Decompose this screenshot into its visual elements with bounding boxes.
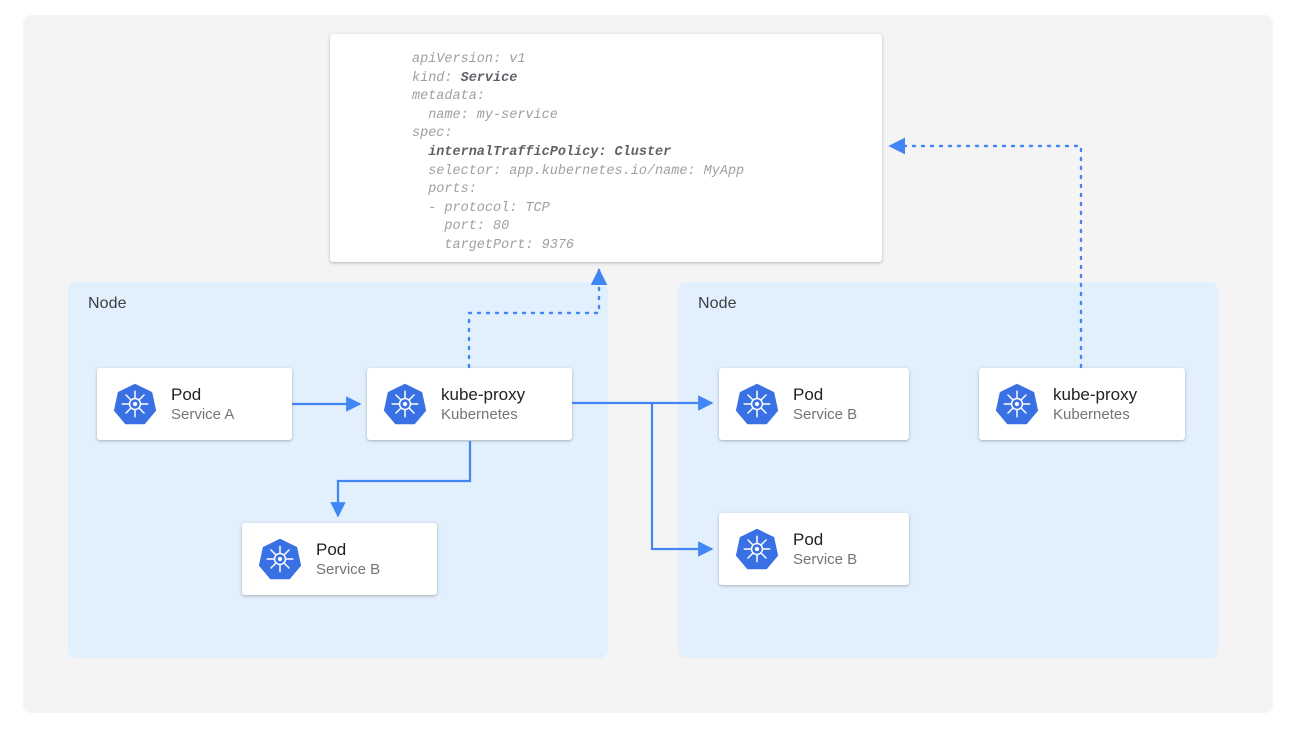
yaml-line: port: 80: [412, 219, 510, 235]
card-subtitle: Kubernetes: [441, 405, 518, 423]
card-subtitle: Kubernetes: [1053, 405, 1130, 423]
card-subtitle: Service B: [793, 550, 858, 568]
kubernetes-icon: [995, 382, 1039, 426]
card-subtitle: Service B: [793, 405, 858, 423]
yaml-line: spec:: [412, 126, 453, 142]
kubernetes-icon: [735, 382, 779, 426]
yaml-line: targetPort: 9376: [412, 237, 575, 253]
service-manifest-code: apiVersion: v1 kind: Service metadata: nam…: [412, 51, 744, 256]
card-title: Pod: [316, 539, 347, 559]
card-pod-service-a[interactable]: Pod Service A: [97, 368, 292, 440]
card-title: Pod: [171, 384, 202, 404]
service-manifest-panel: apiVersion: v1 kind: Service metadata: nam…: [330, 34, 882, 262]
card-title: Pod: [793, 529, 824, 549]
card-kube-proxy-right[interactable]: kube-proxy Kubernetes: [979, 368, 1185, 440]
card-text: Pod Service B: [316, 540, 380, 579]
card-title: kube-proxy: [441, 384, 526, 404]
card-kube-proxy-left[interactable]: kube-proxy Kubernetes: [367, 368, 572, 440]
kubernetes-icon: [383, 382, 427, 426]
yaml-line: name: my-service: [412, 107, 558, 123]
yaml-line: internalTrafficPolicy: Cluster: [412, 144, 672, 160]
node-container-right: Node: [678, 282, 1218, 658]
card-subtitle: Service A: [171, 405, 235, 423]
yaml-line: selector: app.kubernetes.io/name: MyApp: [412, 163, 745, 179]
node-label: Node: [698, 295, 737, 312]
diagram-canvas: Node Node apiVersion: v1 kind: Service met…: [23, 15, 1273, 713]
yaml-line: kind: Service: [412, 70, 518, 86]
yaml-line: apiVersion: v1: [412, 52, 526, 67]
card-text: Pod Service A: [171, 385, 234, 424]
card-subtitle: Service B: [316, 560, 381, 578]
card-pod-service-b-left[interactable]: Pod Service B: [242, 523, 437, 595]
card-text: kube-proxy Kubernetes: [1053, 385, 1137, 424]
kubernetes-icon: [735, 527, 779, 571]
yaml-line: metadata:: [412, 89, 485, 105]
card-text: Pod Service B: [793, 530, 857, 569]
node-label: Node: [88, 295, 127, 312]
yaml-line: ports:: [412, 182, 477, 198]
card-text: kube-proxy Kubernetes: [441, 385, 525, 424]
card-pod-service-b-top[interactable]: Pod Service B: [719, 368, 909, 440]
kubernetes-icon: [258, 537, 302, 581]
node-container-left: Node: [68, 282, 608, 658]
card-pod-service-b-bottom[interactable]: Pod Service B: [719, 513, 909, 585]
card-text: Pod Service B: [793, 385, 857, 424]
yaml-line: - protocol: TCP: [412, 200, 550, 216]
kubernetes-icon: [113, 382, 157, 426]
card-title: kube-proxy: [1053, 384, 1138, 404]
card-title: Pod: [793, 384, 824, 404]
